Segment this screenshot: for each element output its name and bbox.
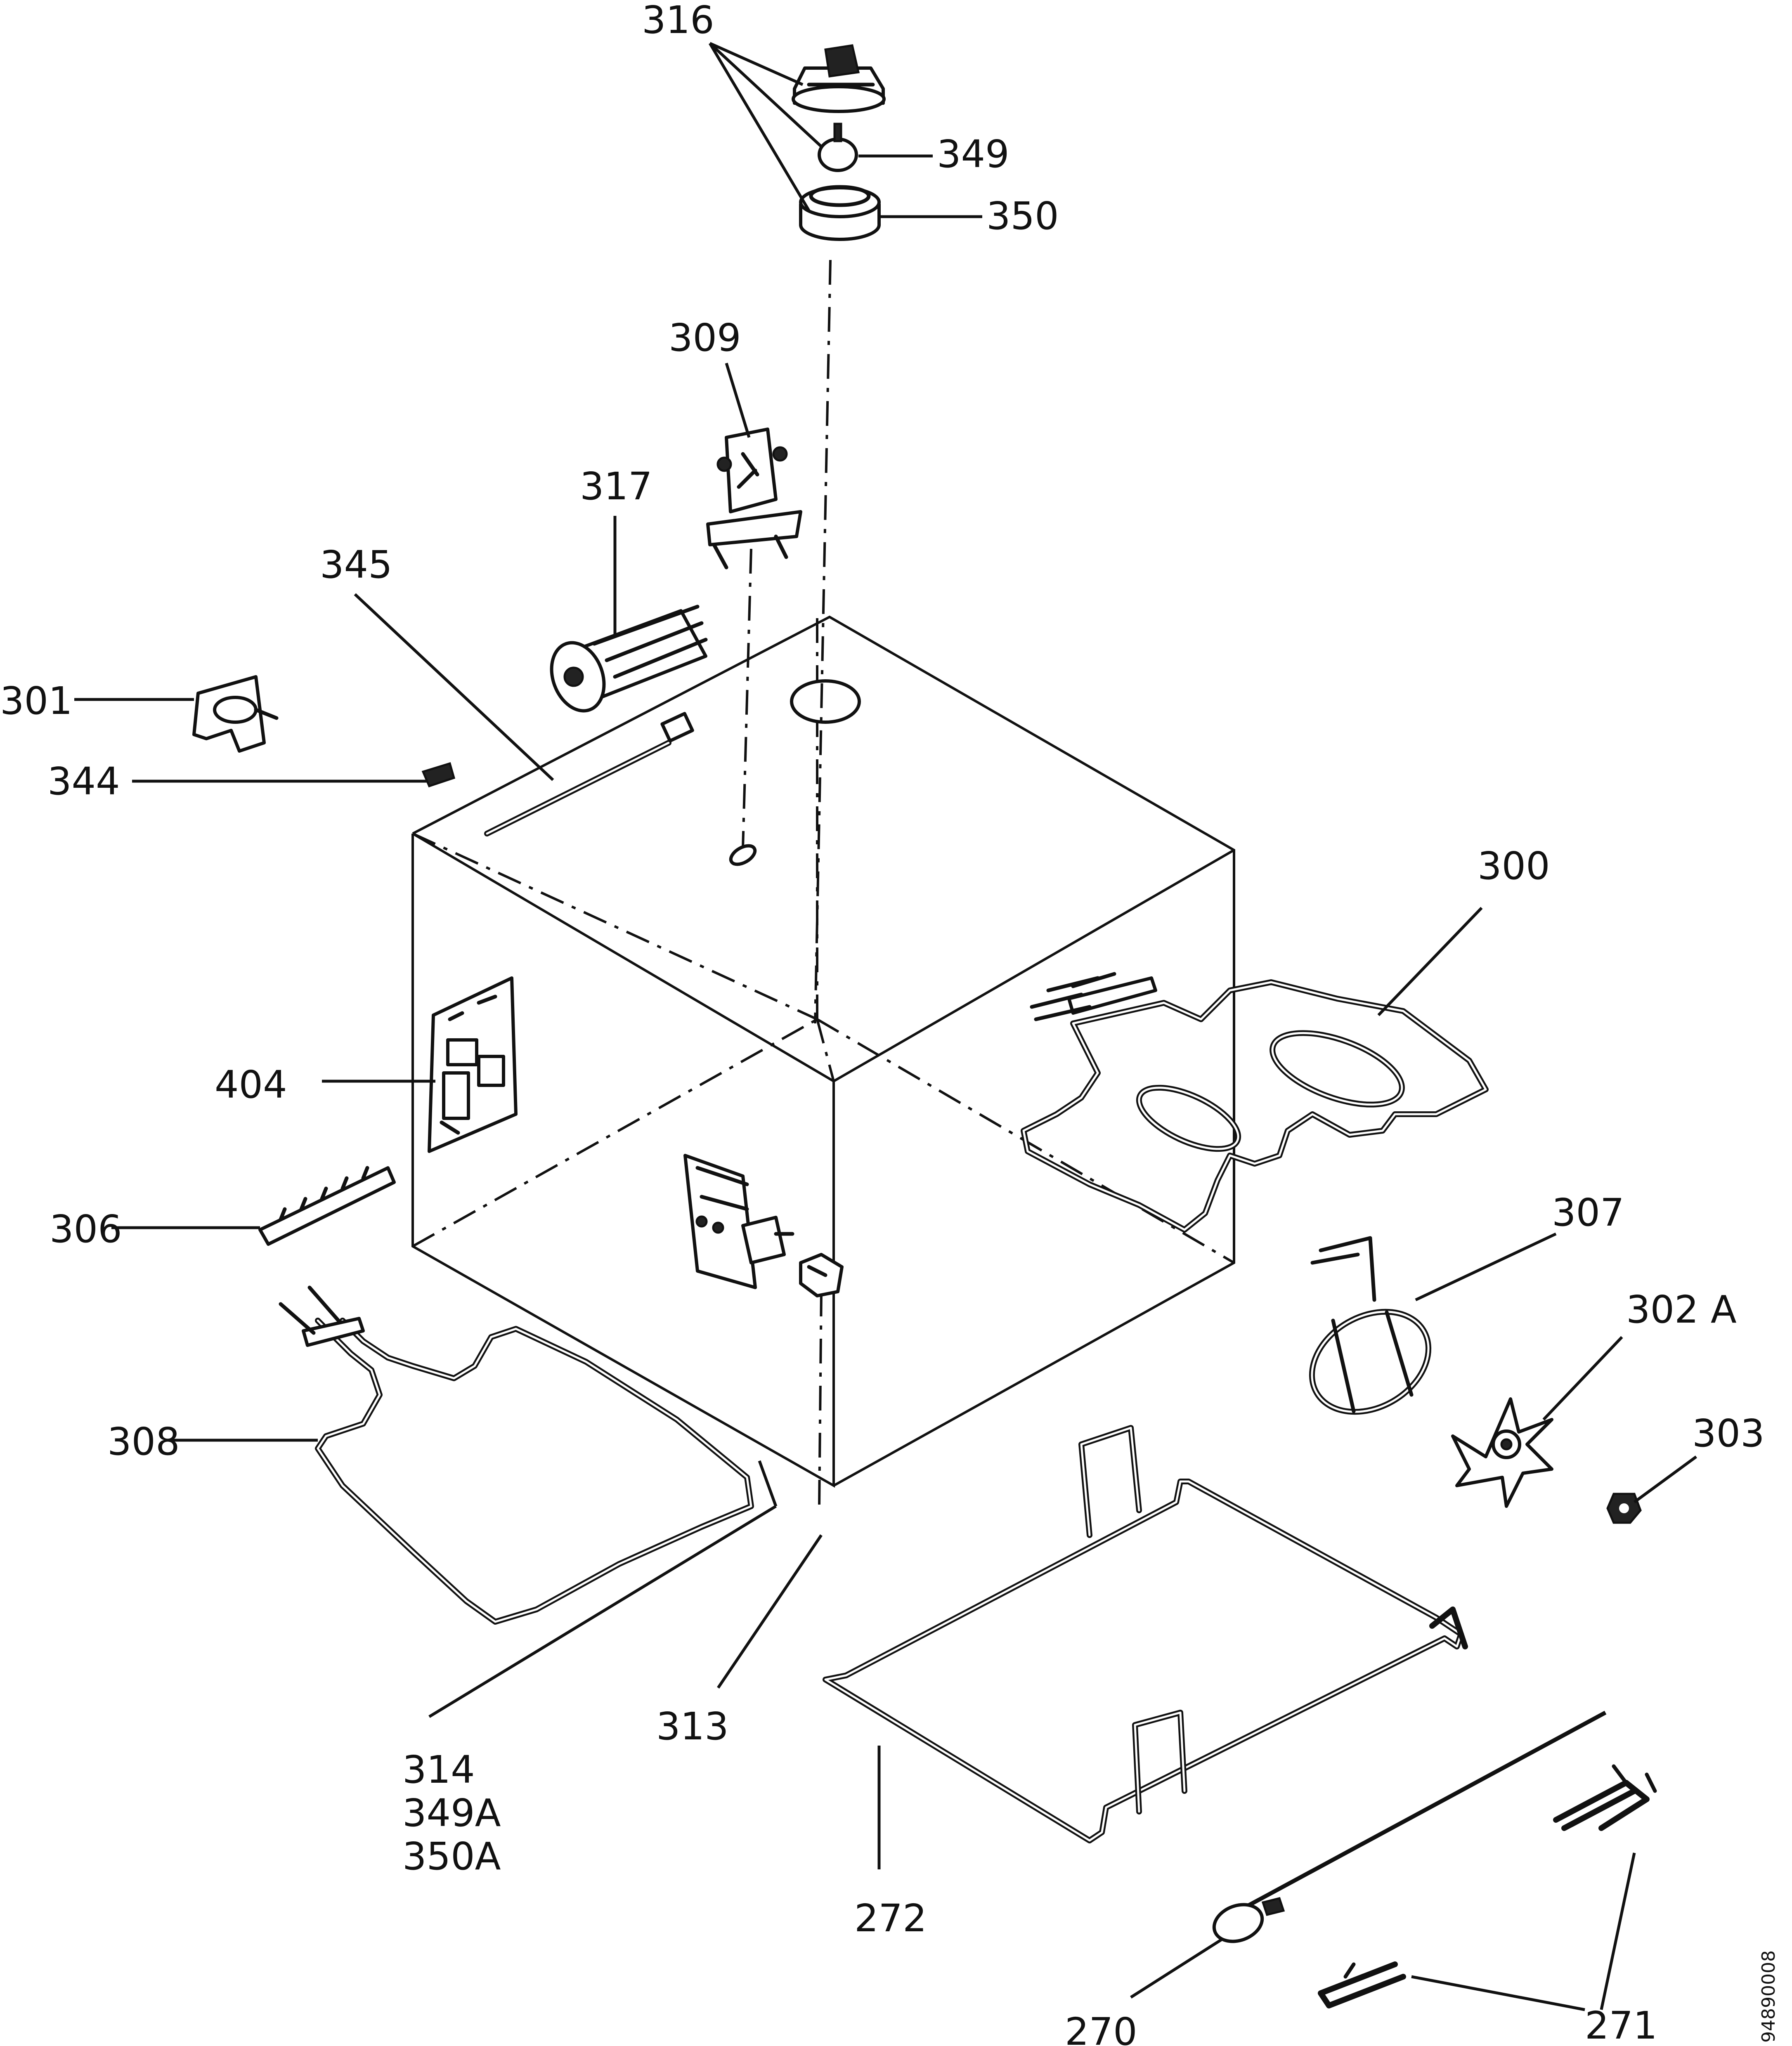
cavity-small-hole [729,844,757,866]
circuit-board-404 [428,976,518,1153]
lamp-313 [799,1253,844,1297]
label-301: 301 [0,679,73,723]
spit-forks-271 [1318,1764,1657,2008]
circular-element-307 [1309,1236,1432,1415]
bracket-301 [192,675,279,753]
label-349: 349 [937,132,1009,176]
fan-motor-317 [550,605,708,713]
label-303: 303 [1692,1411,1765,1455]
label-349a: 349A [402,1791,501,1835]
label-317: 317 [580,464,652,508]
cable-345 [484,712,694,836]
document-number: 94890008 [1758,1950,1779,2043]
label-345: 345 [320,543,392,587]
knob-assembly-316 [792,44,886,113]
label-314: 314 [402,1748,475,1792]
label-309: 309 [669,316,741,360]
fan-blade-302a [1451,1397,1553,1508]
terminal-strip-306 [258,1166,396,1246]
lamp-holder-350 [799,185,881,241]
label-270: 270 [1065,2010,1137,2046]
label-350: 350 [986,194,1059,238]
axis-line-309 [742,548,752,848]
label-271: 271 [1585,2003,1657,2046]
label-350a: 350A [402,1834,501,1878]
axis-line-313 [818,1291,823,1507]
label-300: 300 [1478,844,1550,888]
wire-shelf-272 [823,1425,1468,1843]
label-344: 344 [47,759,120,803]
leader-lines [74,42,1697,2011]
heating-element-308 [279,1285,754,1625]
axis-line-316 [814,260,832,1024]
label-316: 316 [642,0,714,42]
thermostat-314 [683,1154,794,1289]
clip-344 [421,762,456,788]
rotisserie-spit-270 [1212,1711,1607,1943]
label-313: 313 [656,1704,729,1748]
thermostat-309 [706,428,802,569]
label-306: 306 [50,1207,122,1251]
nut-303 [1606,1493,1642,1524]
oven-cavity-box [411,615,1235,1488]
bulb-349 [818,123,858,172]
label-308: 308 [107,1420,180,1464]
label-302a: 302 A [1626,1288,1737,1332]
label-307: 307 [1552,1191,1624,1235]
cavity-top-hole [790,679,861,724]
heating-element-300 [1021,972,1489,1233]
label-404: 404 [215,1063,287,1107]
label-272: 272 [854,1896,927,1940]
